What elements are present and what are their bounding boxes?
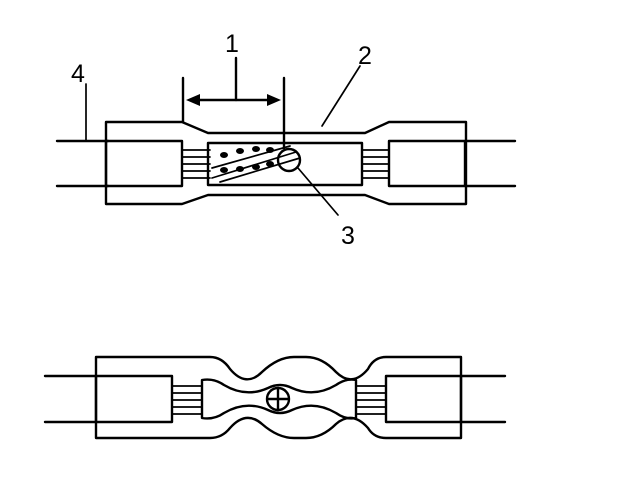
splice-after-heating: [43, 355, 507, 440]
shrunk-sleeve-outline: [94, 355, 463, 440]
callout-3: 3: [341, 222, 355, 250]
solder-joint: [265, 386, 291, 412]
wire-left: [55, 139, 110, 188]
insulation-left: [104, 139, 184, 188]
leader-sleeve: [321, 65, 361, 127]
insulation-left-shrunk: [94, 374, 174, 424]
wire-right: [464, 139, 517, 188]
insulation-right-shrunk: [384, 374, 463, 424]
wire-right-shrunk: [459, 374, 507, 424]
conductor-strands-right-shrunk: [355, 385, 387, 415]
callout-1: 1: [225, 30, 239, 58]
insulation-right: [387, 139, 467, 188]
callout-2: 2: [358, 42, 372, 70]
conductor-strands-left: [181, 149, 211, 179]
solder-ring: [276, 147, 302, 173]
shrunk-crimp-barrel: [200, 378, 358, 420]
twisted-strands: [211, 145, 301, 183]
dimension-marker: [181, 56, 286, 150]
conductor-strands-left-shrunk: [171, 385, 203, 415]
conductor-strands-right: [361, 149, 390, 179]
sleeve-outline: [104, 120, 468, 206]
splice-before-heating: 1 2 3 4: [55, 30, 517, 250]
leader-solder-ring: [297, 167, 339, 216]
wire-left-shrunk: [43, 374, 98, 424]
callout-4: 4: [71, 60, 85, 88]
